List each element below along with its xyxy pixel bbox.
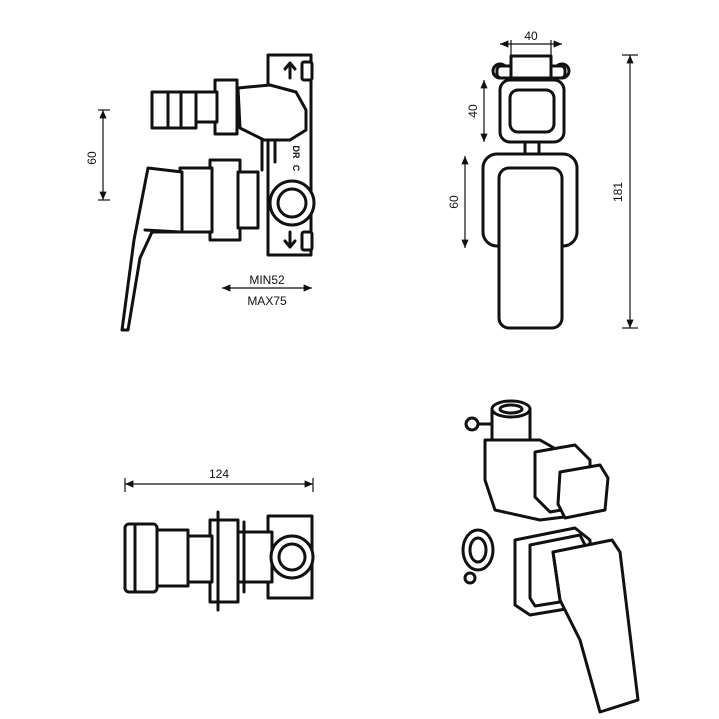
top-stem [153,528,190,588]
dim-overall-height: 181 [611,54,638,329]
top-body [234,530,274,584]
iso-bottom-ear [463,571,477,585]
side-lever-handle [120,166,184,332]
top-outlet-inner [277,542,307,572]
dim-40-width-label: 40 [524,29,538,43]
side-upper-collar [193,90,219,124]
dim-body-height: 40 [466,80,488,142]
top-handle [123,522,159,594]
dim-40-height-label: 40 [466,104,480,118]
dim-60-handle-label: 60 [447,195,461,209]
dim-min-max: MIN52 MAX75 [222,273,312,308]
front-view [481,54,579,330]
dim-overall-length: 124 [124,467,314,492]
side-stem [260,138,277,172]
front-handle [497,166,564,330]
side-upper-cap [150,90,198,130]
arrow-up-icon [283,61,297,80]
dim-min-label: MIN52 [249,273,285,287]
dim-60-side-label: 60 [85,151,99,165]
iso-lever-handle [551,538,640,714]
dim-181-label: 181 [611,182,625,202]
dim-body-width: 40 [500,29,562,56]
dim-max-label: MAX75 [247,294,287,308]
side-view: C DR [120,53,316,332]
dim-124-label: 124 [209,467,229,481]
dim-side-height: 60 [85,109,110,201]
iso-cap [556,463,610,520]
front-stem [523,140,541,156]
front-cap-inner [508,88,556,134]
dim-handle-height: 60 [447,156,469,248]
arrow-down-icon [283,230,297,249]
side-lower-nut [208,158,242,242]
side-lower-ring [236,170,260,230]
iso-top-ear [464,416,480,432]
marking-dr: DR [291,146,301,159]
front-top-body [509,54,553,80]
side-top-clip [300,60,314,82]
side-bottom-clip [300,230,314,252]
top-view [123,510,315,612]
side-lower-collar [178,166,214,234]
marking-c: C [291,165,301,172]
top-nut [208,518,240,604]
side-upper-body [236,83,308,142]
top-collar [184,534,214,584]
isometric-view [461,399,640,714]
side-outlet-inner [276,187,308,219]
